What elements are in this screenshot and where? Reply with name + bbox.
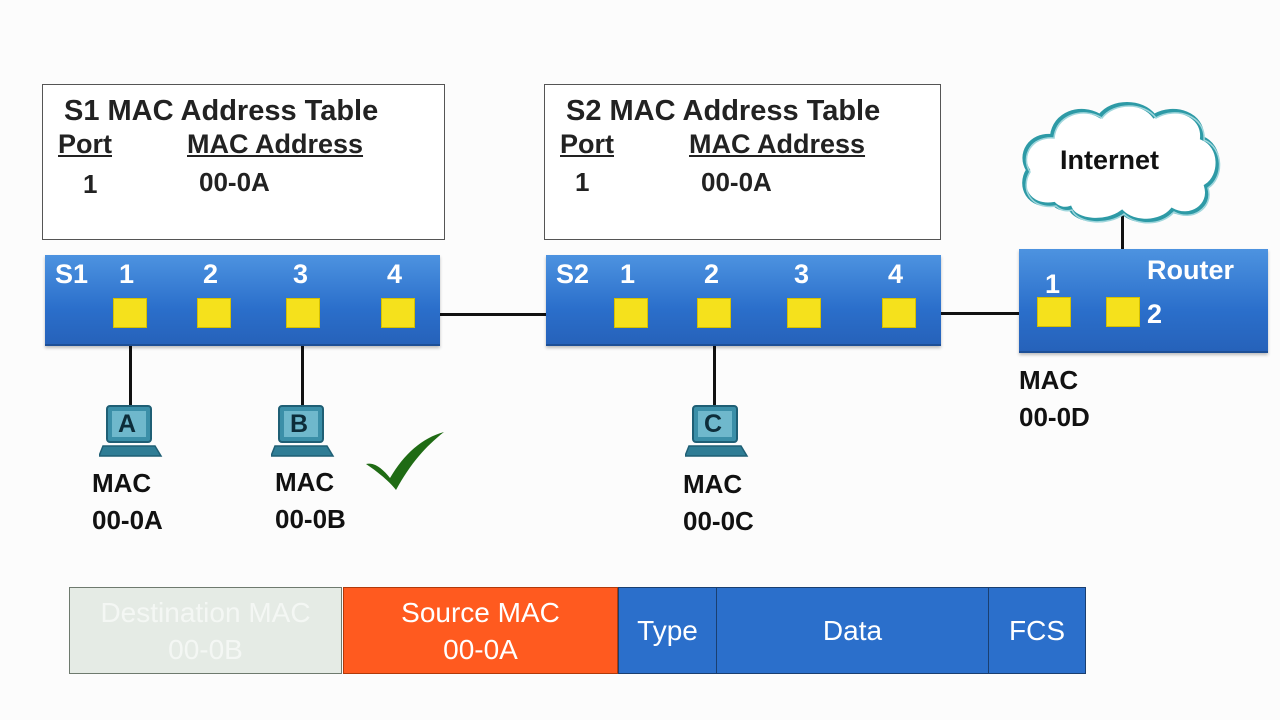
s1-port-3-label: 3 bbox=[293, 259, 309, 289]
s2-port-1-label: 1 bbox=[620, 259, 636, 289]
s2-mac-header: MAC Address bbox=[689, 129, 866, 159]
s1-row-port: 1 bbox=[83, 169, 98, 199]
s2-port-2-label: 2 bbox=[704, 259, 720, 289]
s2-row-mac: 00-0A bbox=[701, 167, 772, 197]
s2-port-3-label: 3 bbox=[794, 259, 810, 289]
frame-source-mac: Source MAC 00-0A bbox=[343, 587, 618, 674]
router-mac: MAC 00-0D bbox=[1019, 362, 1090, 436]
router-port-2-label: 2 bbox=[1147, 299, 1163, 329]
router-port-1-label: 1 bbox=[1045, 269, 1061, 299]
switch-s1: S1 1 2 3 4 bbox=[45, 255, 440, 346]
frame-destination-mac: Destination MAC 00-0B bbox=[69, 587, 342, 674]
frame-dest-label: Destination MAC bbox=[100, 596, 311, 628]
s2-port-1 bbox=[614, 298, 648, 328]
s2-name: S2 bbox=[556, 259, 590, 289]
host-c-mac-label: MAC bbox=[683, 469, 743, 499]
host-b-mac-value: 00-0B bbox=[275, 504, 346, 534]
s1-mac-table: S1 MAC Address Table Port MAC Address 1 … bbox=[42, 84, 445, 240]
s1-port-4-label: 4 bbox=[387, 259, 403, 289]
pc-b-icon bbox=[271, 405, 335, 457]
frame-fcs: FCS bbox=[988, 587, 1086, 674]
link-host-c bbox=[713, 320, 716, 408]
pc-a-letter: A bbox=[118, 410, 137, 438]
internet-cloud bbox=[1022, 102, 1221, 224]
pc-a-icon bbox=[99, 405, 163, 457]
host-b-mac-label: MAC bbox=[275, 467, 335, 497]
s1-table-title: S1 MAC Address Table bbox=[64, 95, 379, 127]
s1-port-3 bbox=[286, 298, 320, 328]
host-a-mac-value: 00-0A bbox=[92, 505, 163, 535]
router-port-2 bbox=[1106, 297, 1140, 327]
link-host-a bbox=[129, 320, 132, 410]
switch-s2: S2 1 2 3 4 bbox=[546, 255, 941, 346]
host-c-mac-value: 00-0C bbox=[683, 506, 754, 536]
frame-data: Data bbox=[716, 587, 989, 674]
s1-name: S1 bbox=[55, 259, 89, 289]
s1-port-2 bbox=[197, 298, 231, 328]
link-s1-s2 bbox=[415, 313, 631, 316]
router-mac-value: 00-0D bbox=[1019, 402, 1090, 432]
router-mac-label: MAC bbox=[1019, 365, 1079, 395]
host-a-mac: MAC 00-0A bbox=[92, 465, 163, 539]
s2-port-4-label: 4 bbox=[888, 259, 904, 289]
router: Router 1 2 bbox=[1019, 249, 1268, 353]
s2-port-4 bbox=[882, 298, 916, 328]
s2-port-2 bbox=[697, 298, 731, 328]
s1-port-1 bbox=[113, 298, 147, 328]
s1-mac-header: MAC Address bbox=[187, 129, 364, 159]
s1-port-4 bbox=[381, 298, 415, 328]
pc-c-icon bbox=[685, 405, 749, 457]
router-port-1 bbox=[1037, 297, 1071, 327]
frame-type: Type bbox=[618, 587, 717, 674]
s1-port-2-label: 2 bbox=[203, 259, 219, 289]
host-b-mac: MAC 00-0B bbox=[275, 464, 346, 538]
frame-dest-value: 00-0B bbox=[168, 633, 243, 665]
s1-row-mac: 00-0A bbox=[199, 167, 270, 197]
router-name: Router bbox=[1147, 255, 1234, 285]
s2-port-3 bbox=[787, 298, 821, 328]
s2-port-header: Port bbox=[560, 129, 614, 159]
internet-label: Internet bbox=[1060, 145, 1160, 175]
frame-source-value: 00-0A bbox=[443, 633, 518, 665]
s2-table-title: S2 MAC Address Table bbox=[566, 95, 881, 127]
host-c-mac: MAC 00-0C bbox=[683, 466, 754, 540]
checkmark-icon bbox=[366, 432, 444, 490]
host-a-mac-label: MAC bbox=[92, 468, 152, 498]
s1-port-1-label: 1 bbox=[119, 259, 135, 289]
s1-port-header: Port bbox=[58, 129, 112, 159]
link-s2-router bbox=[898, 312, 1058, 315]
frame-source-label: Source MAC bbox=[401, 596, 560, 628]
s2-mac-table: S2 MAC Address Table Port MAC Address 1 … bbox=[544, 84, 941, 240]
link-host-b bbox=[301, 320, 304, 410]
pc-c-letter: C bbox=[704, 410, 723, 438]
s2-row-port: 1 bbox=[575, 167, 590, 197]
pc-b-letter: B bbox=[290, 410, 309, 438]
